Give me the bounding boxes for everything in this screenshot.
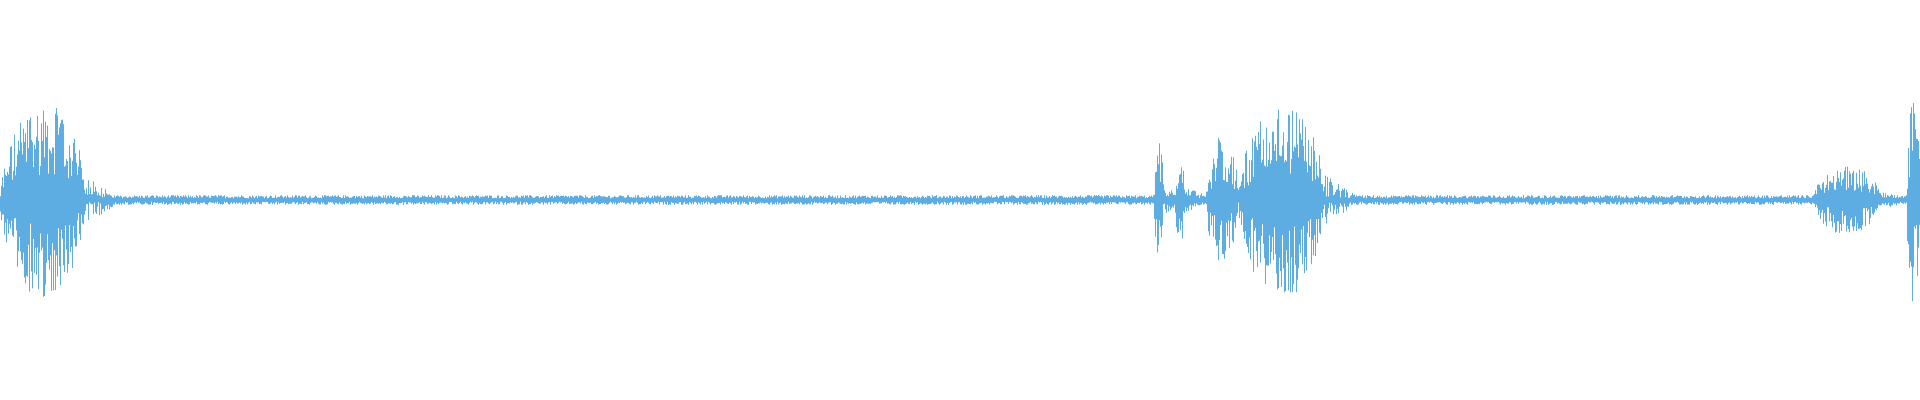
waveform-samples (0, 103, 1920, 302)
waveform-path (0, 103, 1920, 302)
